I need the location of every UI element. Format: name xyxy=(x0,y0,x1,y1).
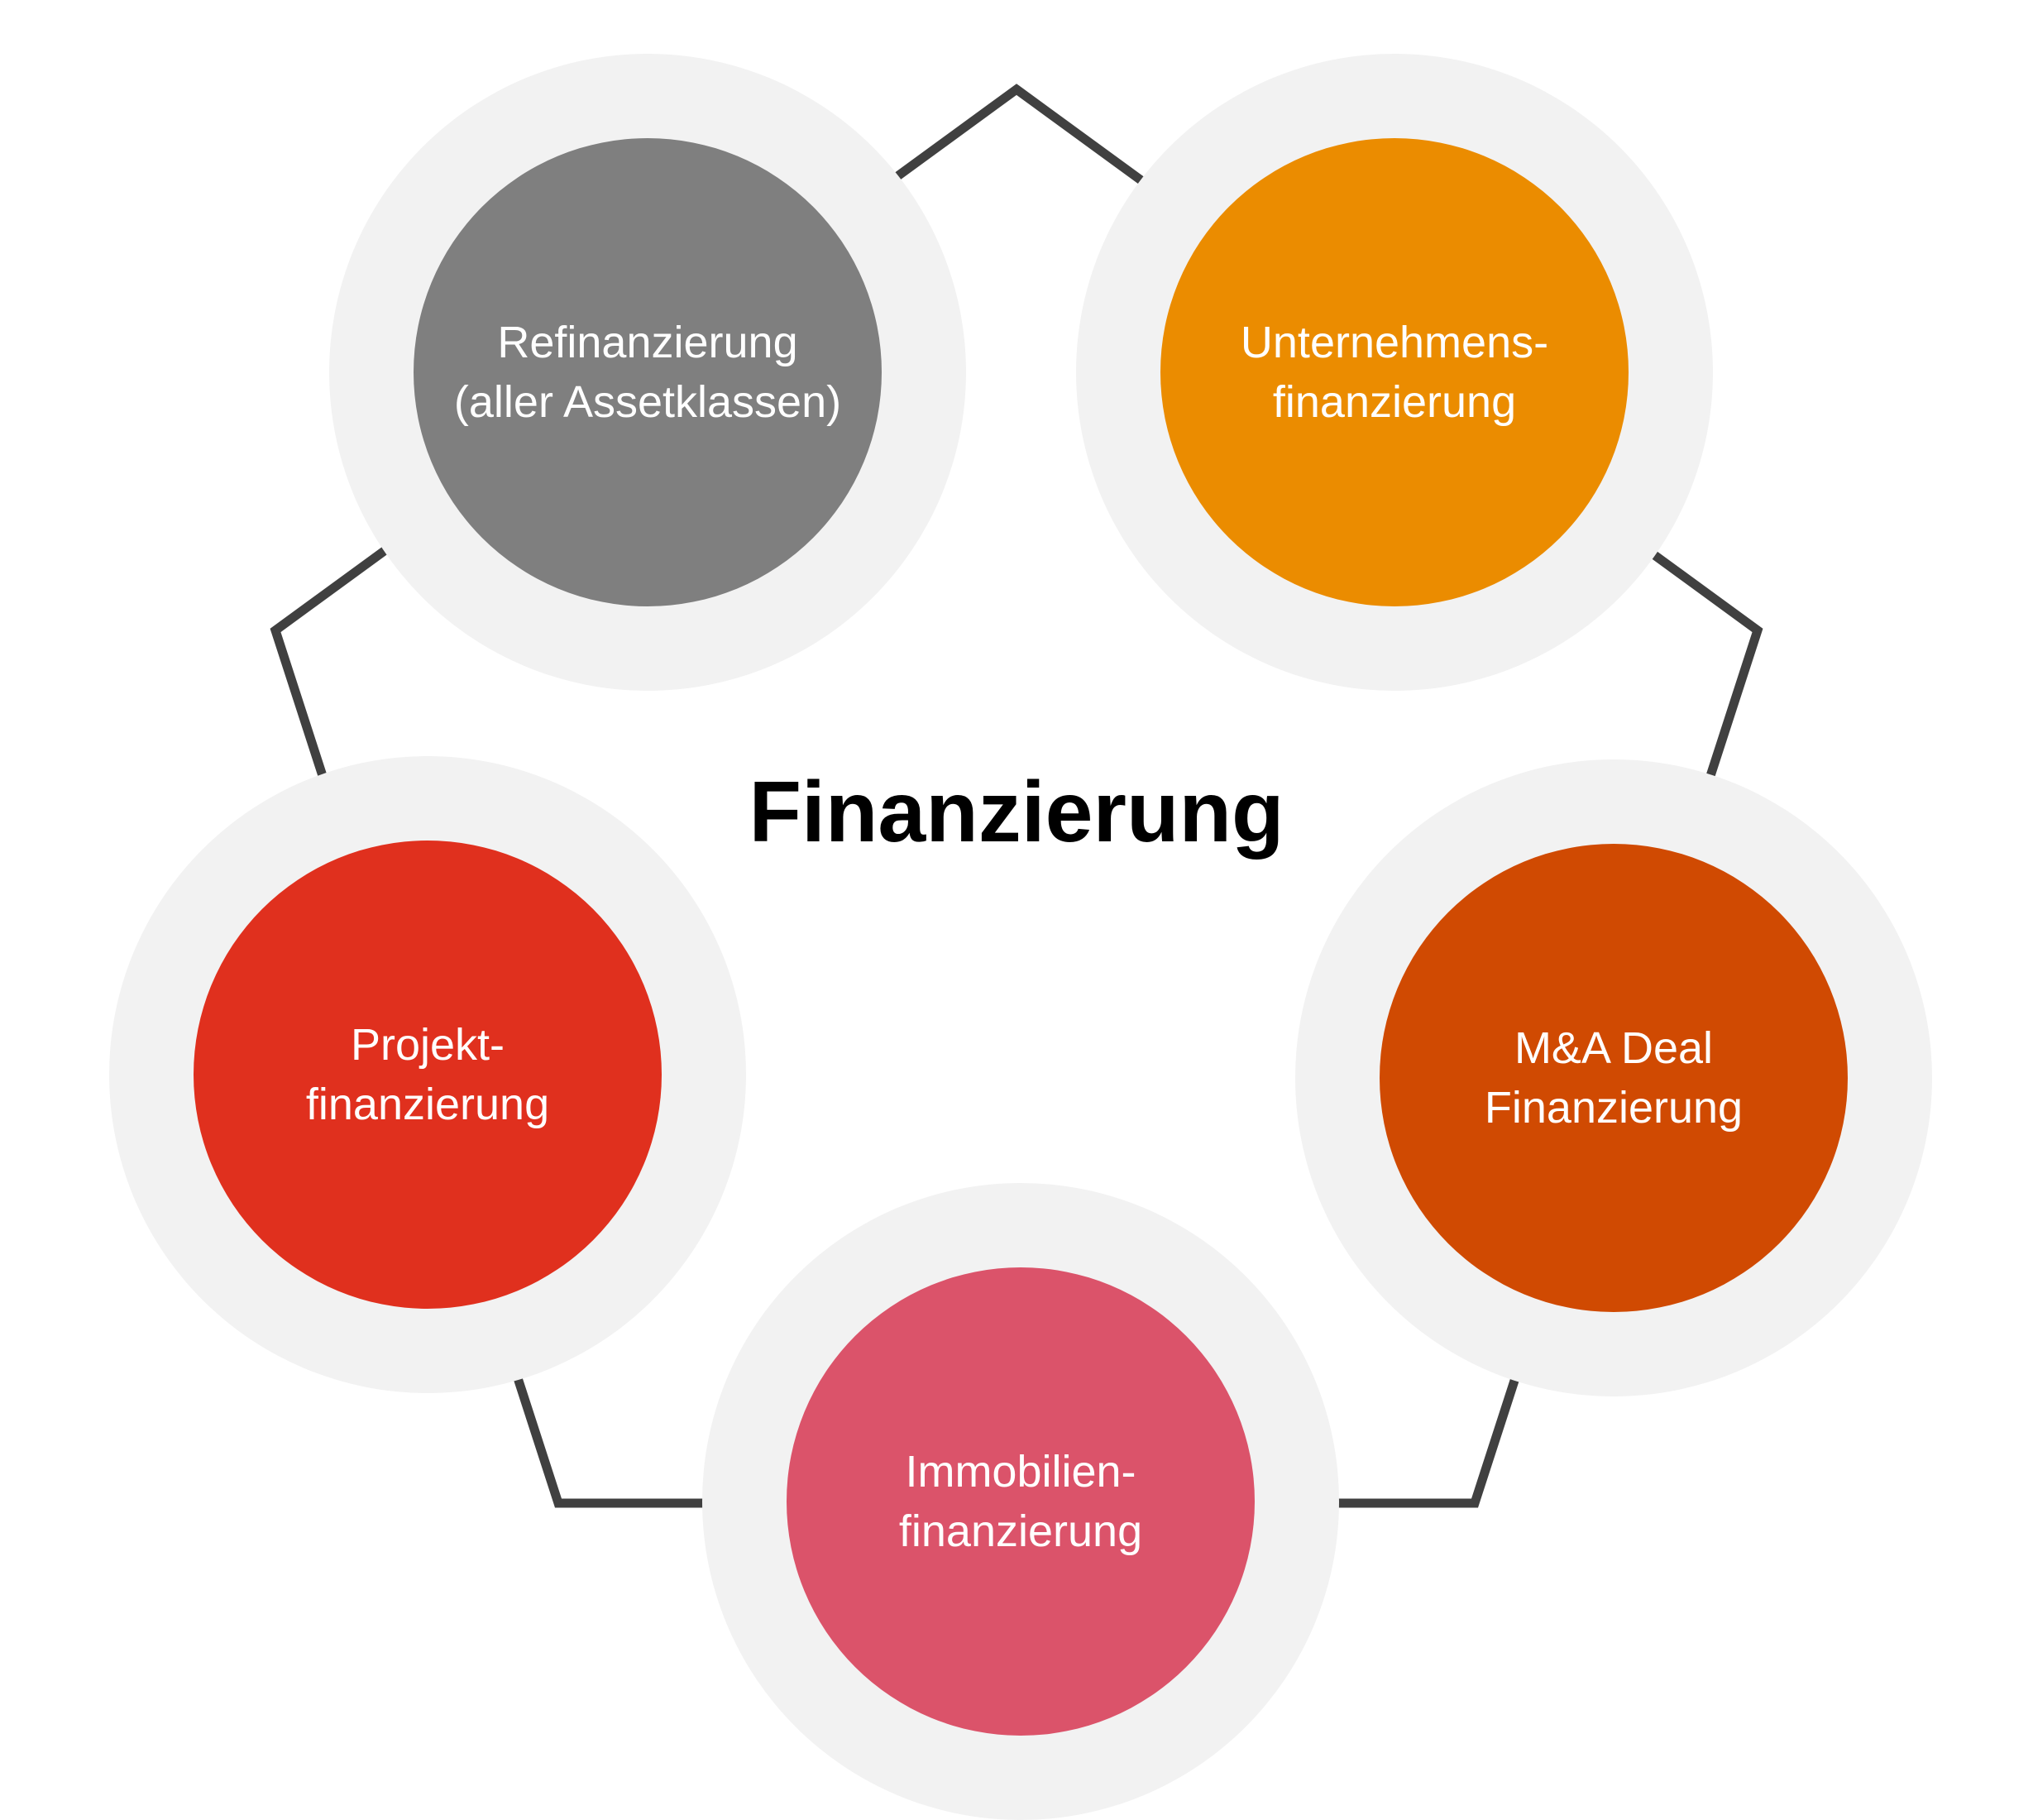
node-unternehmensfinanzierung-line-1: Unternehmens- xyxy=(1240,318,1549,367)
node-ma-deal-finanzierung-line-2: Finanzierung xyxy=(1484,1083,1744,1133)
node-refinanzierung-line-1: Refinanzierung xyxy=(497,318,798,367)
node-projektfinanzierung: Projekt- finanzierung xyxy=(194,841,662,1309)
node-projektfinanzierung-line-2: finanzierung xyxy=(305,1080,550,1129)
node-projektfinanzierung-line-1: Projekt- xyxy=(350,1020,505,1070)
node-immobilienfinanzierung-line-2: finanzierung xyxy=(898,1506,1143,1556)
node-refinanzierung: Refinanzierung (aller Assetklassen) xyxy=(414,138,882,606)
node-refinanzierung-line-2: (aller Assetklassen) xyxy=(453,377,842,427)
node-ma-deal-finanzierung-line-1: M&A Deal xyxy=(1514,1023,1714,1073)
node-immobilienfinanzierung: Immobilien- finanzierung xyxy=(787,1267,1255,1736)
node-immobilienfinanzierung-line-1: Immobilien- xyxy=(905,1447,1136,1497)
node-unternehmensfinanzierung: Unternehmens- finanzierung xyxy=(1160,138,1629,606)
node-ma-deal-finanzierung: M&A Deal Finanzierung xyxy=(1380,844,1848,1312)
node-unternehmensfinanzierung-line-2: finanzierung xyxy=(1272,377,1517,427)
center-title: Finanzierung xyxy=(749,764,1284,860)
